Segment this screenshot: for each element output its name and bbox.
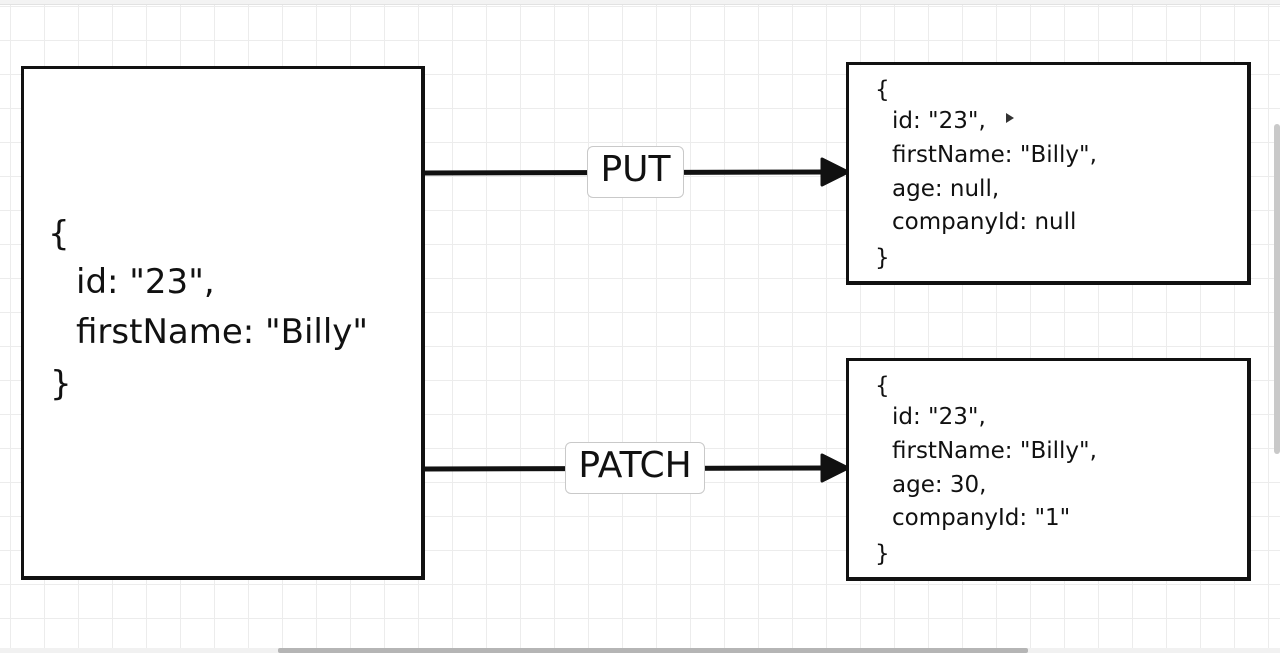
patch-id-line: id: "23", xyxy=(892,404,986,430)
source-id-line: id: "23", xyxy=(76,262,215,302)
source-object-box[interactable]: { id: "23", firstName: "Billy" } xyxy=(21,66,425,580)
pointer-cursor-icon xyxy=(1006,113,1014,123)
patch-close-brace: } xyxy=(875,541,890,567)
put-firstname-line: firstName: "Billy", xyxy=(892,142,1097,168)
put-close-brace: } xyxy=(875,245,890,271)
source-firstname-line: firstName: "Billy" xyxy=(76,312,369,352)
patch-result-box[interactable]: { id: "23", firstName: "Billy", age: 30,… xyxy=(846,358,1251,581)
horizontal-scrollbar-thumb[interactable] xyxy=(278,648,1028,653)
put-method-label[interactable]: PUT xyxy=(587,146,684,198)
put-open-brace: { xyxy=(875,77,890,103)
patch-age-line: age: 30, xyxy=(892,472,987,498)
vertical-scrollbar[interactable] xyxy=(1274,124,1280,454)
patch-method-label[interactable]: PATCH xyxy=(565,442,705,494)
patch-companyid-line: companyId: "1" xyxy=(892,505,1071,531)
put-id-line: id: "23", xyxy=(892,108,986,134)
put-result-box[interactable]: { id: "23", firstName: "Billy", age: nul… xyxy=(846,62,1251,285)
put-age-line: age: null, xyxy=(892,176,1000,202)
patch-firstname-line: firstName: "Billy", xyxy=(892,438,1097,464)
source-open-brace: { xyxy=(48,214,70,254)
source-close-brace: } xyxy=(50,364,72,404)
put-companyid-line: companyId: null xyxy=(892,209,1077,235)
patch-open-brace: { xyxy=(875,373,890,399)
top-toolbar-edge xyxy=(0,0,1280,5)
